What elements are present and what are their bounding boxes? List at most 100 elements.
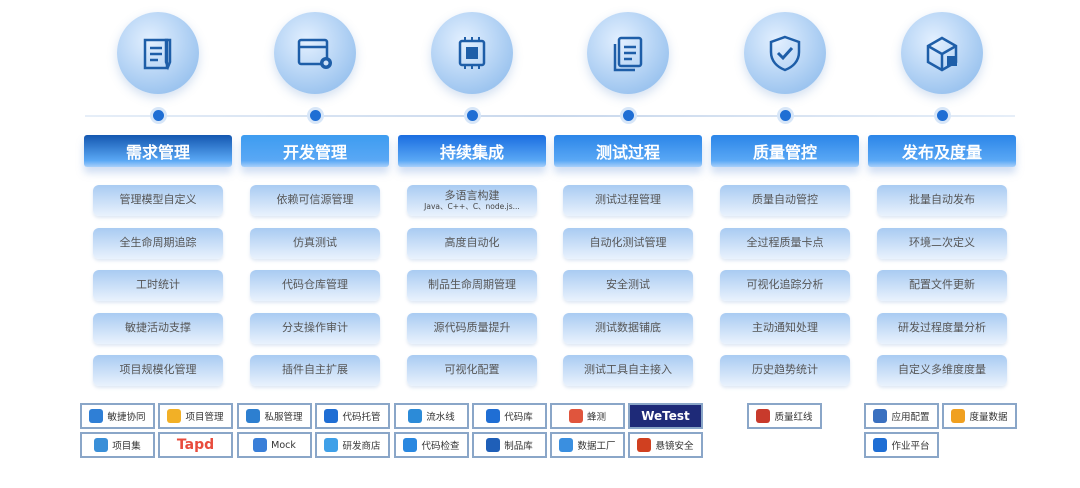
tool--[interactable]: 敏捷协同 <box>80 403 155 429</box>
timeline-dot <box>780 110 791 121</box>
feature-item: 主动通知处理 <box>720 313 850 344</box>
tool-wetest[interactable]: WeTest <box>628 403 703 429</box>
feature-label: 安全测试 <box>606 278 650 292</box>
stage-icon-circle <box>744 12 826 94</box>
tool-logo-icon <box>246 409 261 423</box>
tool--[interactable]: 项目管理 <box>158 403 233 429</box>
tool-logo-icon <box>637 438 652 452</box>
feature-label: 批量自动发布 <box>909 193 975 207</box>
stage-header: 测试过程 <box>554 135 702 167</box>
feature-label: 依赖可信源管理 <box>276 193 354 207</box>
tool-label: 代码检查 <box>421 441 460 452</box>
tool-label: 质量红线 <box>774 412 813 423</box>
tool-label: 私服管理 <box>264 412 303 423</box>
feature-label: 自动化测试管理 <box>589 236 667 250</box>
tool-label: 项目管理 <box>185 412 224 423</box>
stage-header: 持续集成 <box>398 135 546 167</box>
stage-header: 需求管理 <box>84 135 232 167</box>
feature-item: 敏捷活动支撑 <box>93 313 223 344</box>
feature-label: 制品生命周期管理 <box>428 278 516 292</box>
tool-label: 代码库 <box>504 412 533 423</box>
feature-item: 可视化追踪分析 <box>720 270 850 301</box>
feature-label: 配置文件更新 <box>909 278 975 292</box>
feature-label: 测试工具自主接入 <box>584 363 672 377</box>
tool-label: WeTest <box>641 409 690 423</box>
tool--[interactable]: 质量红线 <box>747 403 822 429</box>
tool--[interactable]: 研发商店 <box>315 432 390 458</box>
feature-label: 可视化配置 <box>444 363 500 377</box>
tool-logo-icon <box>486 409 501 423</box>
tool-label: 度量数据 <box>969 412 1008 423</box>
chip-icon <box>458 37 486 69</box>
timeline-dot <box>310 110 321 121</box>
tool-label: Tapd <box>176 437 215 453</box>
feature-label: 测试过程管理 <box>595 193 661 207</box>
feature-label: 全生命周期追踪 <box>119 236 197 250</box>
feature-label: 研发过程度量分析 <box>898 321 986 335</box>
tool--[interactable]: 项目集 <box>80 432 155 458</box>
shield-check-icon <box>769 35 801 72</box>
feature-label: 自定义多维度度量 <box>898 363 986 377</box>
feature-label: 工时统计 <box>136 278 180 292</box>
tool--[interactable]: 蜂测 <box>550 403 625 429</box>
feature-label: 质量自动管控 <box>752 193 818 207</box>
feature-item: 高度自动化 <box>407 228 537 259</box>
tool--[interactable]: 流水线 <box>394 403 469 429</box>
tool-logo-icon <box>89 409 104 423</box>
tool-label: 研发商店 <box>342 441 381 452</box>
feature-item: 历史趋势统计 <box>720 355 850 386</box>
feature-item: 工时统计 <box>93 270 223 301</box>
feature-item: 管理模型自定义 <box>93 185 223 216</box>
tool--[interactable]: 私服管理 <box>237 403 312 429</box>
tool-logo-icon <box>253 438 268 452</box>
feature-label: 可视化追踪分析 <box>746 278 824 292</box>
tool-label: 项目集 <box>112 441 141 452</box>
tool--[interactable]: 代码托管 <box>315 403 390 429</box>
feature-item: 自定义多维度度量 <box>877 355 1007 386</box>
tool-label: Mock <box>271 439 296 451</box>
timeline-line <box>85 115 1015 117</box>
feature-label: 管理模型自定义 <box>119 193 197 207</box>
feature-label: 源代码质量提升 <box>433 321 511 335</box>
feature-label: 测试数据铺底 <box>595 321 661 335</box>
stage-icon-circle <box>274 12 356 94</box>
feature-item: 自动化测试管理 <box>563 228 693 259</box>
feature-label: 插件自主扩展 <box>282 363 348 377</box>
tool-logo-icon <box>324 438 339 452</box>
tool-logo-icon <box>167 409 182 423</box>
tool--[interactable]: 代码库 <box>472 403 547 429</box>
feature-label: 历史趋势统计 <box>752 363 818 377</box>
tool--[interactable]: 制品库 <box>472 432 547 458</box>
feature-item: 安全测试 <box>563 270 693 301</box>
tool--[interactable]: 数据工厂 <box>550 432 625 458</box>
feature-item: 测试数据铺底 <box>563 313 693 344</box>
feature-label: 全过程质量卡点 <box>746 236 824 250</box>
tool-logo-icon <box>94 438 109 452</box>
tool-logo-icon <box>568 409 583 423</box>
feature-label: 项目规模化管理 <box>119 363 197 377</box>
feature-item: 测试过程管理 <box>563 185 693 216</box>
tool--[interactable]: 应用配置 <box>864 403 939 429</box>
stage-icon-circle <box>117 12 199 94</box>
feature-sublabel: Java、C++、C、node.js... <box>424 201 520 211</box>
feature-item: 仿真测试 <box>250 228 380 259</box>
tool--[interactable]: 度量数据 <box>942 403 1017 429</box>
tool-label: 应用配置 <box>891 412 930 423</box>
feature-label: 代码仓库管理 <box>282 278 348 292</box>
tool-logo-icon <box>873 438 888 452</box>
feature-item: 批量自动发布 <box>877 185 1007 216</box>
tool--[interactable]: 代码检查 <box>394 432 469 458</box>
tool-label: 流水线 <box>426 412 455 423</box>
feature-item: 测试工具自主接入 <box>563 355 693 386</box>
documents-icon <box>613 36 643 72</box>
feature-label: 主动通知处理 <box>752 321 818 335</box>
tool--[interactable]: 悬镜安全 <box>628 432 703 458</box>
tool-tapd[interactable]: Tapd <box>158 432 233 458</box>
feature-label: 分支操作审计 <box>282 321 348 335</box>
tool-logo-icon <box>756 409 771 423</box>
feature-item: 插件自主扩展 <box>250 355 380 386</box>
tool--[interactable]: 作业平台 <box>864 432 939 458</box>
tool-label: 数据工厂 <box>577 441 616 452</box>
tool-mock[interactable]: Mock <box>237 432 312 458</box>
